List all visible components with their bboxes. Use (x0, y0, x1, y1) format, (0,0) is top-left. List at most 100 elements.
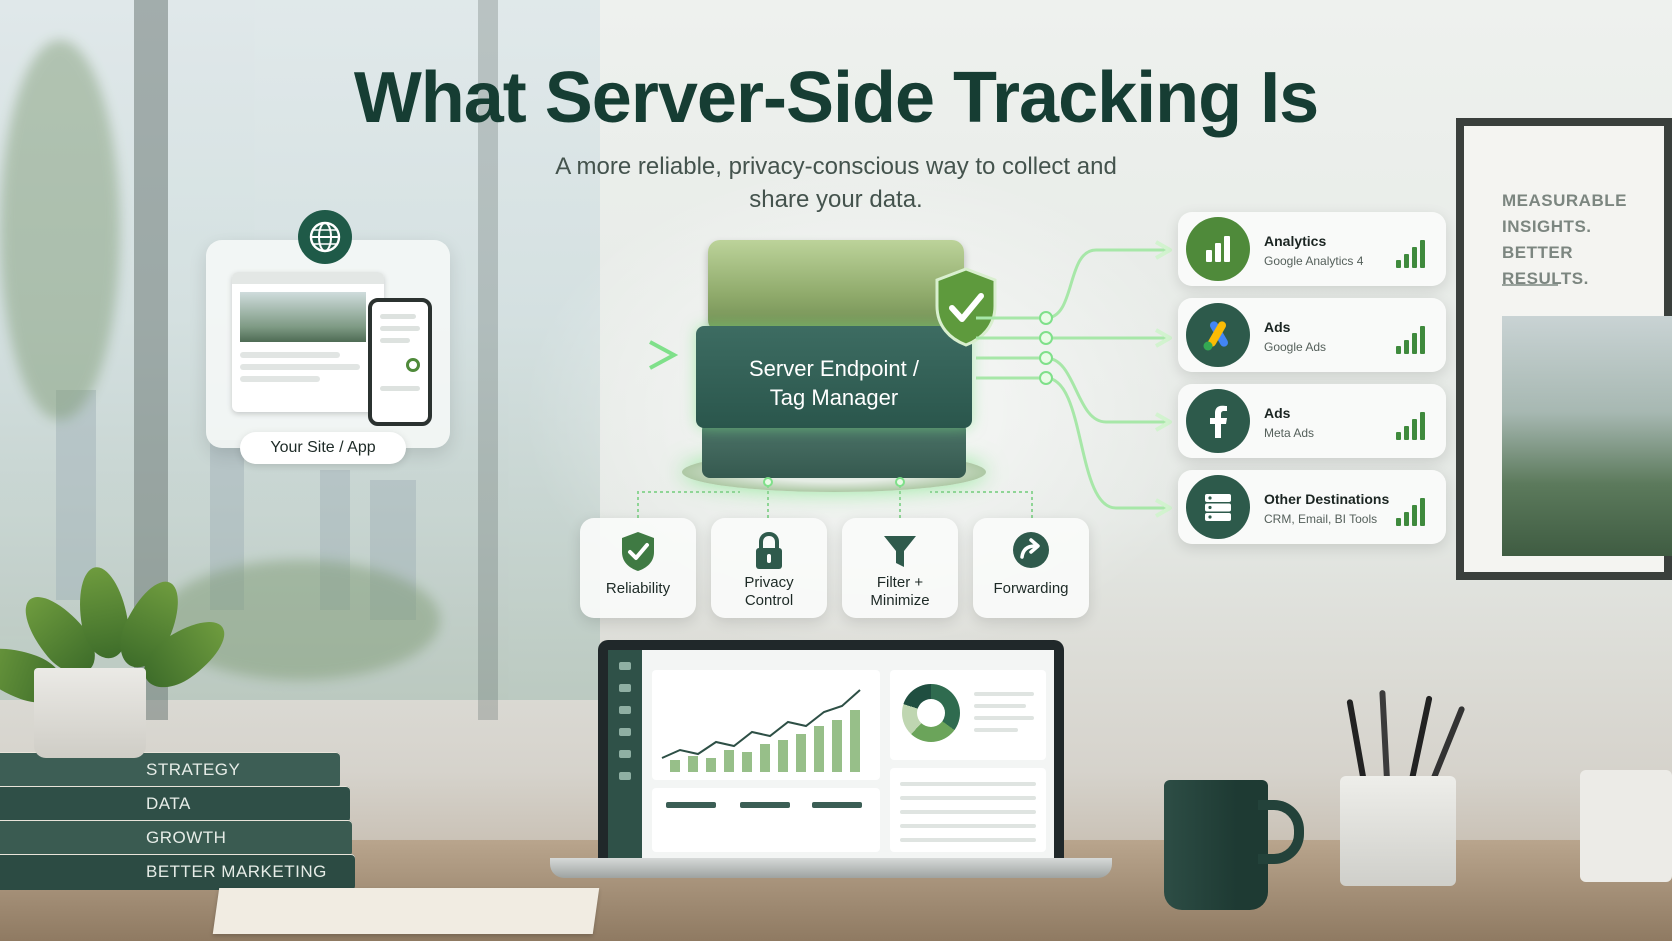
laptop-base (550, 858, 1112, 878)
destination-subtitle: Meta Ads (1264, 426, 1315, 440)
nav-icon (619, 706, 631, 714)
stat-bar (666, 802, 716, 808)
shield-check-icon (935, 267, 997, 347)
poster-line-3: BETTER RESULTS. (1502, 243, 1589, 288)
signal-bars-icon (1396, 326, 1426, 354)
feature-label-line-1: Reliability (605, 580, 671, 597)
home-icon (619, 662, 631, 670)
server-label-line-1: Server Endpoint / (749, 356, 919, 381)
signal-bars-icon (1396, 498, 1426, 526)
google-ads-icon (1186, 303, 1250, 367)
phone-text-line (380, 338, 410, 343)
server-label-line-2: Tag Manager (769, 385, 899, 410)
phone-text-line (380, 314, 416, 319)
feature-card-privacy-control: Privacy Control (711, 518, 827, 618)
feature-label-line-1: Forwarding (993, 580, 1069, 597)
page-subtitle: A more reliable, privacy-conscious way t… (555, 153, 1117, 213)
phone-text-line (380, 326, 420, 331)
feature-label-line-2: Control (744, 592, 794, 609)
destination-card-google-ads: Ads Google Ads (1178, 298, 1446, 372)
server-label: Server Endpoint / Tag Manager (696, 354, 972, 412)
poster-divider (1502, 284, 1558, 286)
legend-line (974, 716, 1034, 720)
poster-text: MEASURABLE INSIGHTS. BETTER RESULTS. (1502, 188, 1662, 292)
table-row (900, 796, 1036, 800)
poster-mountain-image (1502, 316, 1672, 556)
wall-poster: MEASURABLE INSIGHTS. BETTER RESULTS. (1456, 118, 1672, 580)
feature-connectors (637, 477, 1033, 518)
nav-icon (619, 772, 631, 780)
feature-label: Filter + Minimize (842, 574, 958, 610)
shield-check-icon (622, 532, 654, 571)
pen-holder (1340, 776, 1456, 886)
table-row (900, 782, 1036, 786)
outbound-connectors (976, 240, 1172, 518)
city-building (320, 470, 350, 610)
table-row (900, 838, 1036, 842)
laptop (598, 640, 1064, 858)
feature-label-line-2: Minimize (870, 592, 930, 609)
poster-line-2: INSIGHTS. (1502, 217, 1592, 236)
destination-subtitle: Google Ads (1264, 340, 1327, 354)
globe-icon (298, 210, 352, 264)
nav-icon (619, 684, 631, 692)
inbound-flow-arrow (452, 340, 679, 370)
destination-subtitle: Google Analytics 4 (1264, 254, 1364, 268)
destination-title: Analytics (1264, 233, 1327, 249)
dashboard-donut-card (890, 670, 1046, 760)
stat-bar (812, 802, 862, 808)
facebook-icon (1186, 389, 1250, 453)
tree-blur (0, 40, 120, 420)
feature-label: Reliability (580, 580, 696, 598)
poster-line-1: MEASURABLE (1502, 191, 1627, 210)
growth-chart-graphic (661, 689, 861, 772)
server-top-layer (708, 240, 964, 332)
feature-label: Privacy Control (711, 574, 827, 610)
destination-subtitle: CRM, Email, BI Tools (1264, 512, 1378, 526)
feature-card-forwarding: Forwarding (973, 518, 1089, 618)
city-building (370, 480, 416, 620)
stat-bar (740, 802, 790, 808)
destination-card-meta-ads: Ads Meta Ads (1178, 384, 1446, 458)
server-bottom-layer (702, 422, 966, 478)
destination-title: Other Destinations (1264, 491, 1390, 507)
browser-text-line (240, 376, 320, 382)
signal-bars-icon (1396, 240, 1426, 268)
book-data: DATA (0, 786, 350, 822)
city-building (210, 440, 244, 610)
coffee-mug (1164, 780, 1268, 910)
page-title: What Server-Side Tracking Is (353, 58, 1319, 138)
bar-chart-icon (1186, 217, 1250, 281)
browser-text-line (240, 364, 360, 370)
phone-text-line (380, 386, 420, 391)
dashboard-table (890, 768, 1046, 852)
feature-card-filter-minimize: Filter + Minimize (842, 518, 958, 618)
donut-chart-graphic (902, 684, 960, 742)
destination-title: Ads (1264, 319, 1291, 335)
book-better-marketing: BETTER MARKETING (0, 854, 355, 890)
nav-icon (619, 750, 631, 758)
feature-label-line-1: Privacy (744, 574, 794, 591)
notebook (212, 888, 600, 934)
browser-window-illustration (232, 272, 384, 412)
browser-text-line (240, 352, 340, 358)
dashboard-sidebar (608, 650, 642, 858)
feature-card-reliability: Reliability (580, 518, 696, 618)
destination-title: Ads (1264, 405, 1291, 421)
database-icon (1186, 475, 1250, 539)
forward-arrow-icon (1013, 532, 1049, 568)
browser-hero-image (240, 292, 366, 342)
dashboard-line-chart (652, 670, 880, 780)
signal-bars-icon (1396, 412, 1426, 440)
source-label: Your Site / App (240, 432, 406, 464)
mug-handle (1258, 800, 1304, 864)
nav-icon (619, 728, 631, 736)
feature-label: Forwarding (973, 580, 1089, 598)
phone-toggle-icon (406, 358, 420, 372)
legend-line (974, 728, 1018, 732)
table-row (900, 810, 1036, 814)
book-strategy: STRATEGY (0, 752, 340, 788)
destination-card-other: Other Destinations CRM, Email, BI Tools (1178, 470, 1446, 544)
server-endpoint-block: Server Endpoint / Tag Manager (696, 240, 972, 478)
